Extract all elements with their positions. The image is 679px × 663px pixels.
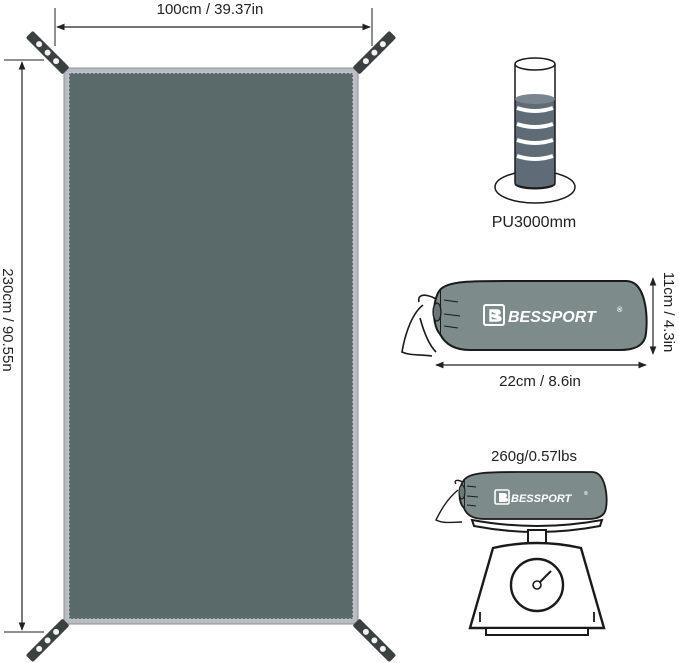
stuff-sack: BESSPORT ® xyxy=(401,279,648,357)
sack-length-dimension: 22cm / 8.6in xyxy=(435,361,647,390)
length-dimension: 230cm / 90.55n xyxy=(0,59,44,633)
width-dimension: 100cm / 39.37in xyxy=(54,1,373,46)
waterproof-rating-label: PU3000mm xyxy=(492,214,576,231)
stuff-sack-registered-mark: ® xyxy=(617,306,623,314)
length-label: 230cm / 90.55n xyxy=(0,268,16,371)
small-sack-brand: BESSPORT xyxy=(511,493,573,505)
sack-height-dimension: 11cm / 4.3in xyxy=(649,272,677,355)
stuff-sack-brand: BESSPORT xyxy=(508,309,597,326)
bessport-logo: BESSPORT ® xyxy=(483,304,623,326)
corner-strap-bottom-right xyxy=(353,619,396,662)
water-column-icon xyxy=(494,57,576,204)
sack-height-label: 11cm / 4.3in xyxy=(660,272,677,353)
corner-strap-top-left xyxy=(26,31,69,74)
corner-strap-top-right xyxy=(353,31,396,74)
stuff-sack-on-scale: BESSPORT ® xyxy=(435,471,608,524)
sack-length-label: 22cm / 8.6in xyxy=(499,373,581,390)
kitchen-scale-icon xyxy=(468,518,606,636)
corner-strap-bottom-left xyxy=(26,619,69,662)
weight-label: 260g/0.57lbs xyxy=(491,448,577,465)
width-label: 100cm / 39.37in xyxy=(157,1,264,18)
ground-mat xyxy=(63,67,359,625)
small-sack-registered-mark: ® xyxy=(584,490,588,497)
